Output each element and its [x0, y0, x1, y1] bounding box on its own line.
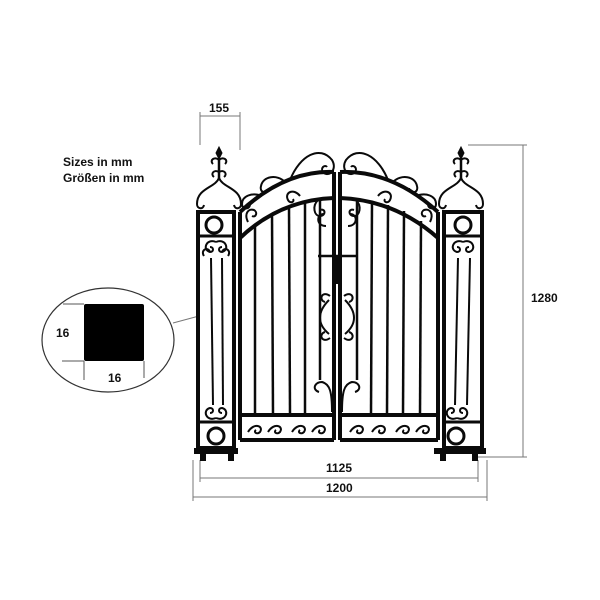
gate-leaves	[238, 151, 440, 442]
bar-width-label: 16	[108, 371, 122, 385]
total-width-label: 1200	[326, 481, 353, 495]
inner-width-label: 1125	[326, 461, 353, 475]
left-pillar	[194, 145, 243, 461]
dimension-lines	[172, 112, 527, 501]
bar-height-label: 16	[56, 326, 70, 340]
pillar-width-label: 155	[209, 101, 230, 115]
units-legend: Sizes in mm Größen in mm	[63, 154, 144, 186]
cross-section-detail	[41, 287, 175, 393]
units-legend-en: Sizes in mm	[63, 155, 133, 169]
right-pillar	[434, 145, 486, 461]
units-legend-de: Größen in mm	[63, 171, 145, 185]
total-height-label: 1280	[531, 291, 558, 305]
